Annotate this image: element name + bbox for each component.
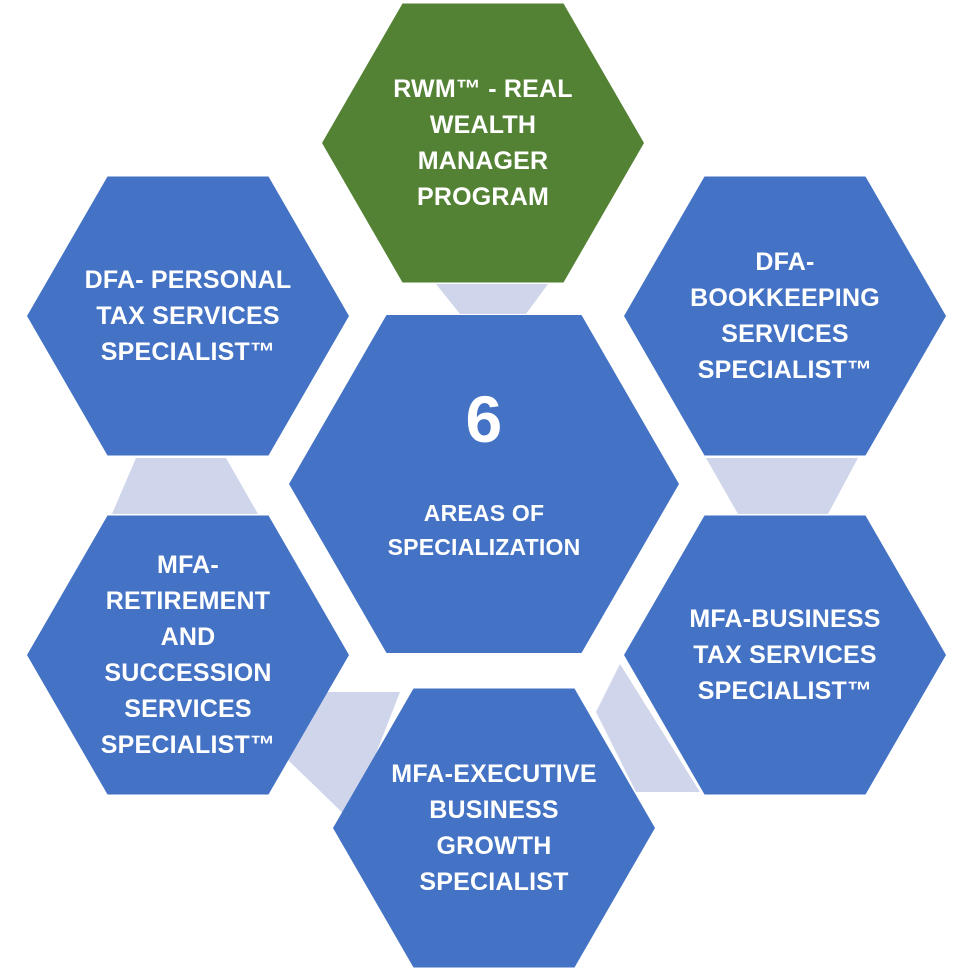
hexagon-label-dfa-personal-tax: DFA- PERSONAL TAX SERVICES SPECIALIST™ xyxy=(57,187,319,446)
hexagon-mfa-retirement xyxy=(27,515,349,795)
hexagon-label-line: DFA- PERSONAL xyxy=(84,266,292,294)
hexagon-label-line: TAX SERVICES xyxy=(96,302,280,330)
connector-left xyxy=(112,458,258,514)
center-caption-line: AREAS OF xyxy=(423,500,545,526)
hexagon-label-line: RETIREMENT xyxy=(105,587,271,615)
hexagon-label-line: TAX SERVICES xyxy=(693,641,877,669)
hexagon-label-line: WEALTH xyxy=(429,111,537,139)
hexagon-label-line: GROWTH xyxy=(436,832,552,860)
hexagon-label-line: SERVICES xyxy=(721,320,849,348)
hexagon-label-line: SPECIALIST xyxy=(419,868,569,896)
connector-lower-right xyxy=(596,664,700,792)
hexagon-label-line: AND xyxy=(160,623,216,651)
hexagon-label-line: SPECIALIST™ xyxy=(100,731,276,759)
hexagon-label-line: BUSINESS xyxy=(429,796,559,824)
connector-right xyxy=(706,458,858,514)
connector-top xyxy=(436,284,548,314)
hexagon-label-line: SUCCESSION xyxy=(104,659,272,687)
hexagon-mfa-executive xyxy=(333,688,655,968)
hexagon-dfa-bookkeeping xyxy=(624,176,946,456)
hexagon-label-line: SPECIALIST™ xyxy=(697,356,873,384)
hexagon-label-line: SERVICES xyxy=(124,695,252,723)
connector-lower-left xyxy=(288,692,400,820)
hexagon-rwm xyxy=(322,3,644,283)
hexagon-label-line: RWM™ - REAL xyxy=(393,75,573,103)
center-hexagon xyxy=(289,315,679,653)
hexagon-mfa-business-tax xyxy=(624,515,946,795)
hexagon-label-line: PROGRAM xyxy=(417,183,549,211)
hexagon-label-line: SPECIALIST™ xyxy=(100,338,276,366)
hexagon-label-line: MANAGER xyxy=(417,147,549,175)
hexagon-label-line: DFA- xyxy=(755,248,815,276)
hexagon-label-line: SPECIALIST™ xyxy=(697,677,873,705)
hexagon-label-line: BOOKKEEPING xyxy=(690,284,880,312)
hexagon-label-rwm: RWM™ - REAL WEALTH MANAGER PROGRAM xyxy=(352,14,614,273)
hexagon-label-line: MFA-EXECUTIVE xyxy=(391,760,597,788)
center-number: 6 xyxy=(465,382,503,456)
hexagon-label-mfa-retirement: MFA- RETIREMENT AND SUCCESSION SERVICES SPECI… xyxy=(57,526,319,785)
hexagon-label-mfa-executive: MFA-EXECUTIVE BUSINESS GROWTH SPECIALIST xyxy=(363,699,625,958)
hexagon-label-dfa-bookkeeping: DFA- BOOKKEEPING SERVICES SPECIALIST™ xyxy=(654,187,916,446)
hexagon-label-mfa-business-tax: MFA-BUSINESS TAX SERVICES SPECIALIST™ xyxy=(654,526,916,785)
hexagon-label-line: MFA- xyxy=(157,551,219,579)
center-caption-line: SPECIALIZATION xyxy=(387,534,581,560)
hexagon-label-line: MFA-BUSINESS xyxy=(689,605,881,633)
hexagon-dfa-personal-tax xyxy=(27,176,349,456)
